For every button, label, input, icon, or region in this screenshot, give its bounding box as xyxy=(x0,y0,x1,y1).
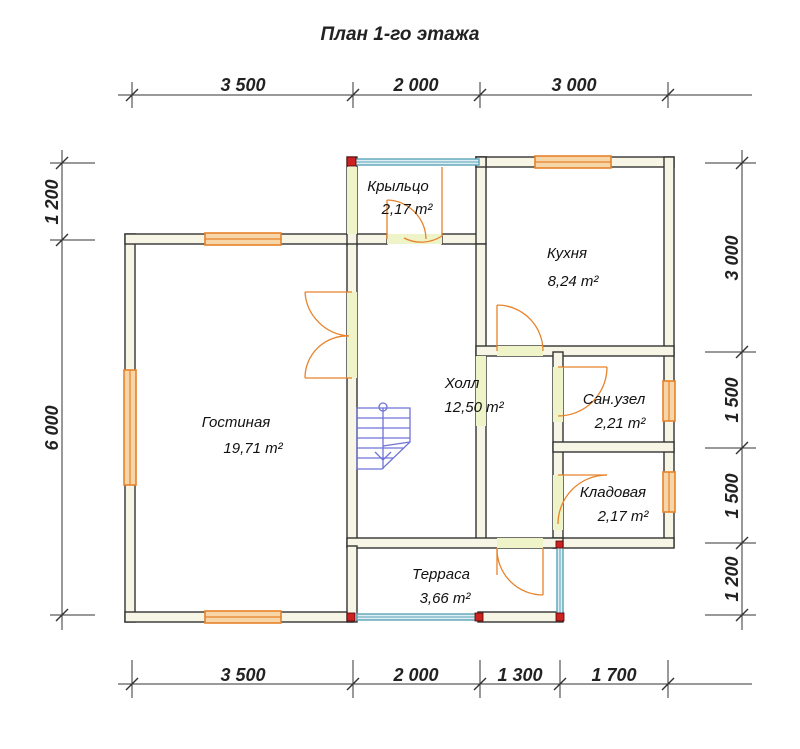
room-name-living: Гостиная xyxy=(202,414,271,431)
dim-bottom-2: 2 000 xyxy=(392,665,438,685)
doors xyxy=(304,167,608,596)
dim-top-3: 3 000 xyxy=(551,75,596,95)
room-name-porch: Крыльцо xyxy=(367,178,429,195)
dim-top-1: 3 500 xyxy=(220,75,265,95)
room-name-hall: Холл xyxy=(444,375,480,392)
staircase xyxy=(356,402,411,470)
room-name-bathroom: Сан.узел xyxy=(583,391,646,408)
room-area-porch: 2,17 m² xyxy=(381,201,434,218)
walls xyxy=(124,156,675,623)
room-area-living: 19,71 m² xyxy=(223,440,283,457)
room-area-bathroom: 2,21 m² xyxy=(594,415,647,432)
room-name-storage: Кладовая xyxy=(580,484,646,501)
room-name-terrace: Терраса xyxy=(412,566,470,583)
room-area-kitchen: 8,24 m² xyxy=(548,273,600,290)
dim-right-2: 1 500 xyxy=(722,377,742,422)
openings xyxy=(347,167,563,548)
dimension-lines xyxy=(50,82,756,698)
room-area-hall: 12,50 m² xyxy=(444,399,504,416)
dim-bottom-3: 1 300 xyxy=(497,665,542,685)
plan-title: План 1-го этажа xyxy=(321,24,480,45)
dim-left-2: 6 000 xyxy=(42,405,62,450)
dim-right-1: 3 000 xyxy=(722,235,742,280)
windows xyxy=(123,155,676,624)
dim-left-1: 1 200 xyxy=(42,179,62,224)
dim-bottom-4: 1 700 xyxy=(591,665,636,685)
room-name-kitchen: Кухня xyxy=(547,245,587,262)
dim-right-4: 1 200 xyxy=(722,556,742,601)
corner-posts xyxy=(346,156,565,622)
dim-top-2: 2 000 xyxy=(392,75,438,95)
dim-bottom-1: 3 500 xyxy=(220,665,265,685)
dim-right-3: 1 500 xyxy=(722,473,742,518)
room-area-storage: 2,17 m² xyxy=(597,508,650,525)
room-area-terrace: 3,66 m² xyxy=(420,590,472,607)
